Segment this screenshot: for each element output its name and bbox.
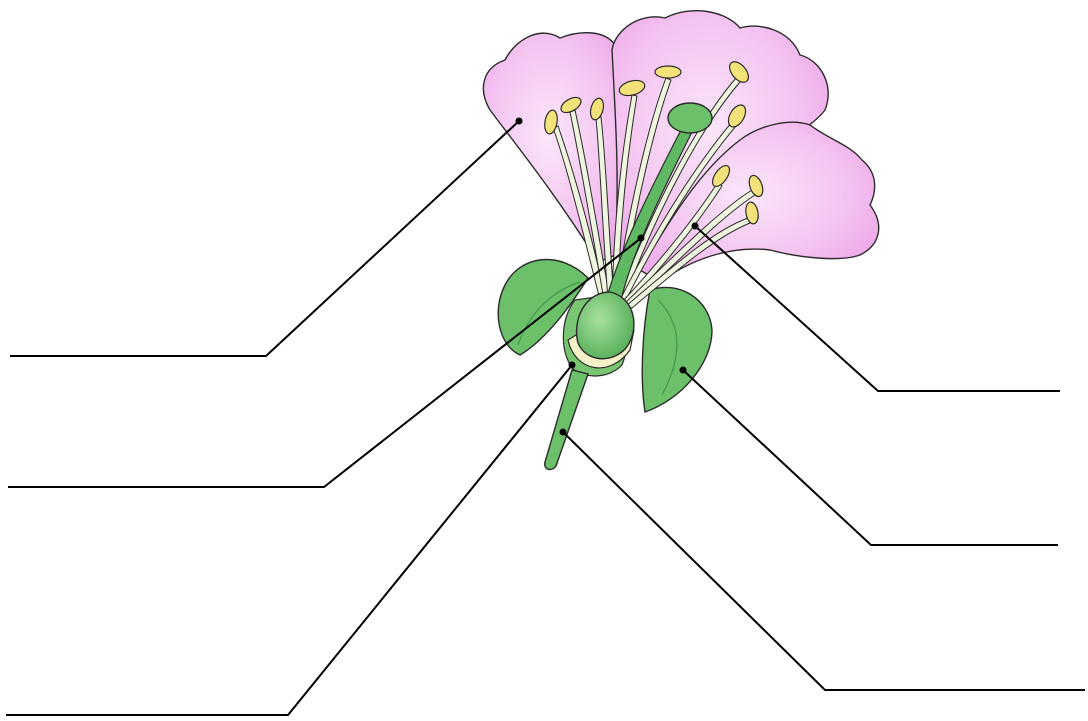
- leader-line-anther-filament: [695, 226, 1060, 391]
- pointer-dot: [692, 223, 699, 230]
- flower-stalk: [545, 370, 588, 469]
- leader-line-sepal: [683, 370, 1058, 545]
- leader-lines: [6, 121, 1085, 715]
- anther: [655, 66, 681, 78]
- pointer-dot: [560, 429, 567, 436]
- pointer-dot: [516, 118, 523, 125]
- pointer-dot: [569, 362, 576, 369]
- leader-line-petal: [10, 121, 519, 356]
- pointer-dot: [638, 235, 645, 242]
- stigma: [668, 103, 712, 133]
- leader-line-receptacle: [6, 365, 572, 715]
- leader-line-stalk: [563, 432, 1085, 690]
- pointer-dot: [680, 367, 687, 374]
